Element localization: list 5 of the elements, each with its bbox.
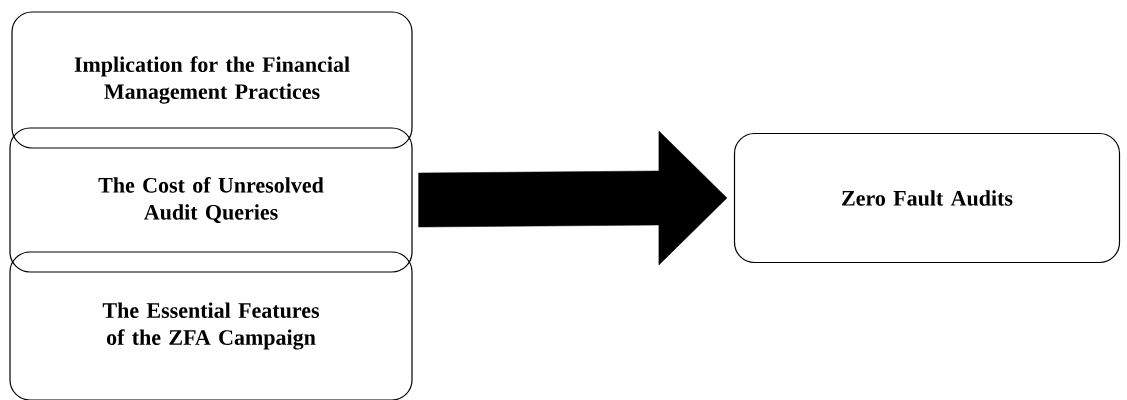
- process-box: Implication for the Financial Management Practices: [11, 11, 413, 149]
- process-box: The Essential Features of the ZFA Campaign: [9, 251, 413, 400]
- process-box: Zero Fault Audits: [733, 132, 1121, 264]
- block-arrow: [418, 130, 728, 266]
- process-box: The Cost of Unresolved Audit Queries: [9, 127, 413, 273]
